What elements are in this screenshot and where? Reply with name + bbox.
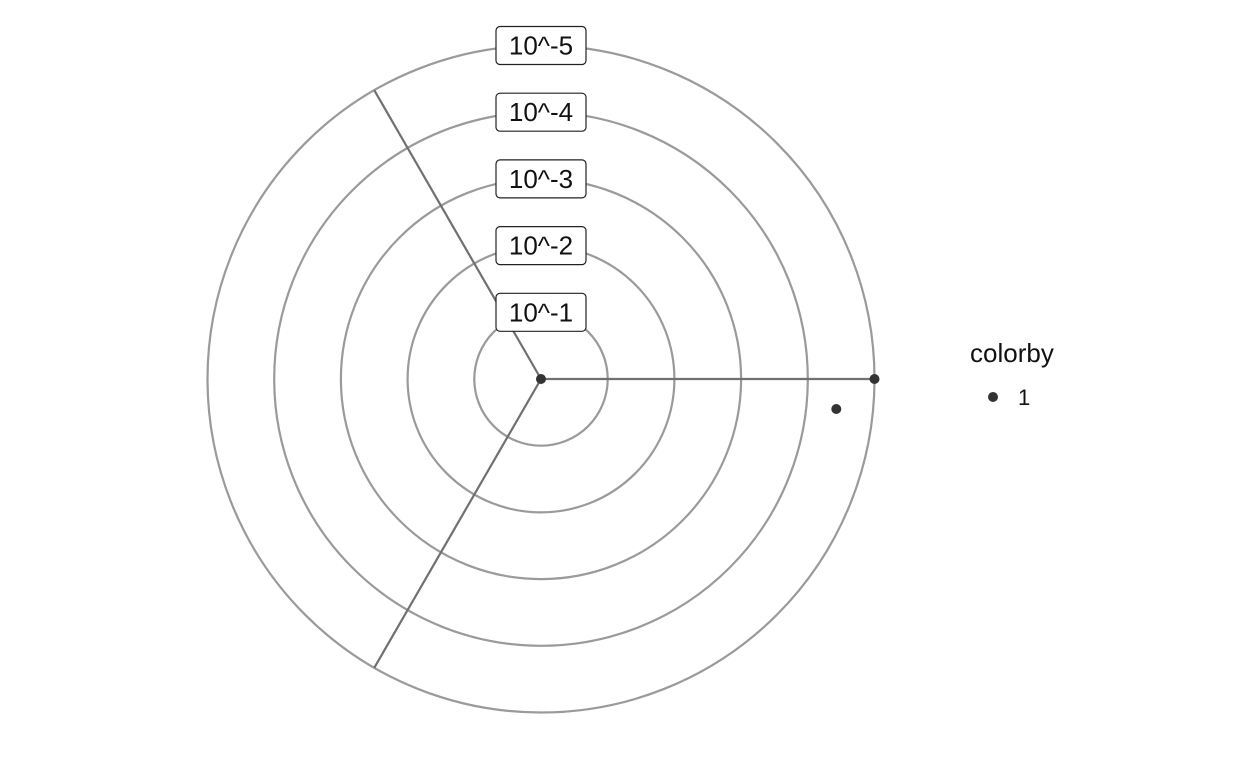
ring-label-text: 10^-2: [509, 231, 573, 261]
radial-tick-labels: 10^-1 10^-2 10^-3 10^-4 10^-5: [495, 25, 587, 332]
ring-label-text: 10^-1: [509, 297, 573, 327]
legend: colorby 1: [970, 338, 1054, 410]
ring-label-box: [495, 92, 587, 132]
ring-label-10^-3: 10^-3: [495, 159, 587, 199]
ring-label-text: 10^-5: [509, 31, 573, 61]
ring-label-10^-1: 10^-1: [495, 292, 587, 332]
legend-label-1: 1: [1018, 385, 1030, 410]
ring-label-text: 10^-3: [509, 164, 573, 194]
ring-label-text: 10^-4: [509, 97, 573, 127]
ring-label-box: [495, 292, 587, 332]
data-point-2: [869, 374, 880, 384]
ring-label-10^-4: 10^-4: [495, 92, 587, 132]
ring-label-10^-5: 10^-5: [495, 25, 587, 66]
spoke-240: [373, 378, 542, 669]
legend-entries: 1: [988, 385, 1030, 410]
ring-label-box: [495, 226, 587, 266]
legend-title: colorby: [970, 338, 1054, 368]
data-points: [536, 374, 880, 414]
angular-spokes: [373, 89, 875, 669]
ring-label-box: [495, 159, 587, 199]
ring-label-box: [495, 25, 587, 66]
data-point-1: [536, 374, 546, 384]
data-point-3: [831, 403, 842, 414]
ring-label-10^-2: 10^-2: [495, 226, 587, 266]
legend-key-1: [988, 392, 998, 402]
